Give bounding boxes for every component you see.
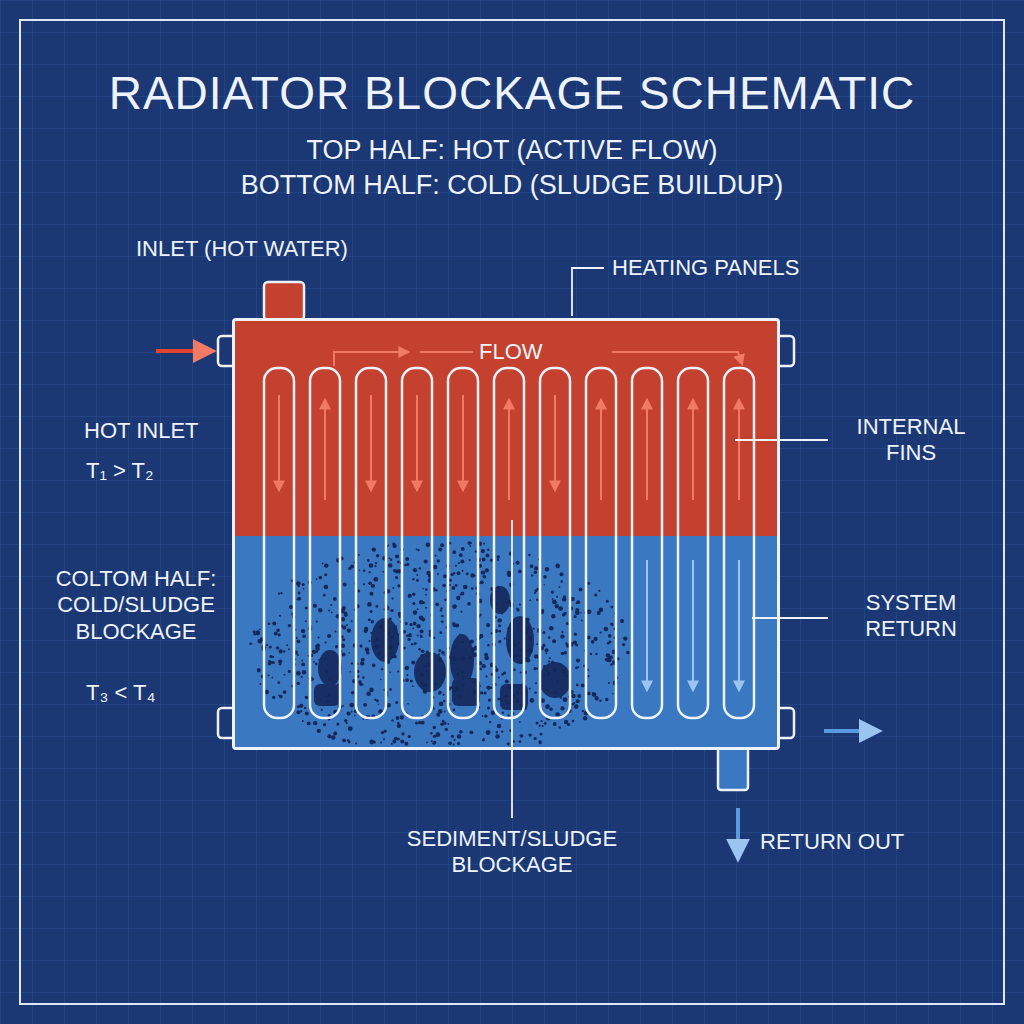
radiator-body: FLOW	[232, 318, 780, 750]
subtitle: TOP HALF: HOT (ACTIVE FLOW)	[40, 134, 984, 166]
side-label: HOT INLET	[84, 418, 224, 444]
temperature-note: T₃ < T₄	[86, 680, 226, 706]
part-label: SEDIMENT/SLUDGE BLOCKAGE	[392, 826, 632, 879]
diagram-title: RADIATOR BLOCKAGE SCHEMATIC	[40, 66, 984, 121]
part-label: SYSTEM RETURN	[836, 590, 986, 643]
part-label: INTERNAL FINS	[836, 414, 986, 467]
temperature-note: T₁ > T₂	[86, 458, 226, 484]
part-label: HEATING PANELS	[612, 255, 832, 281]
side-label: COLTOM HALF: COLD/SLUDGE BLOCKAGE	[52, 566, 220, 645]
subtitle: BOTTOM HALF: COLD (SLUDGE BUILDUP)	[40, 169, 984, 201]
inlet-label: INLET (HOT WATER)	[136, 236, 396, 262]
outlet-label: RETURN OUT	[760, 829, 960, 855]
flow-label: FLOW	[473, 339, 549, 365]
